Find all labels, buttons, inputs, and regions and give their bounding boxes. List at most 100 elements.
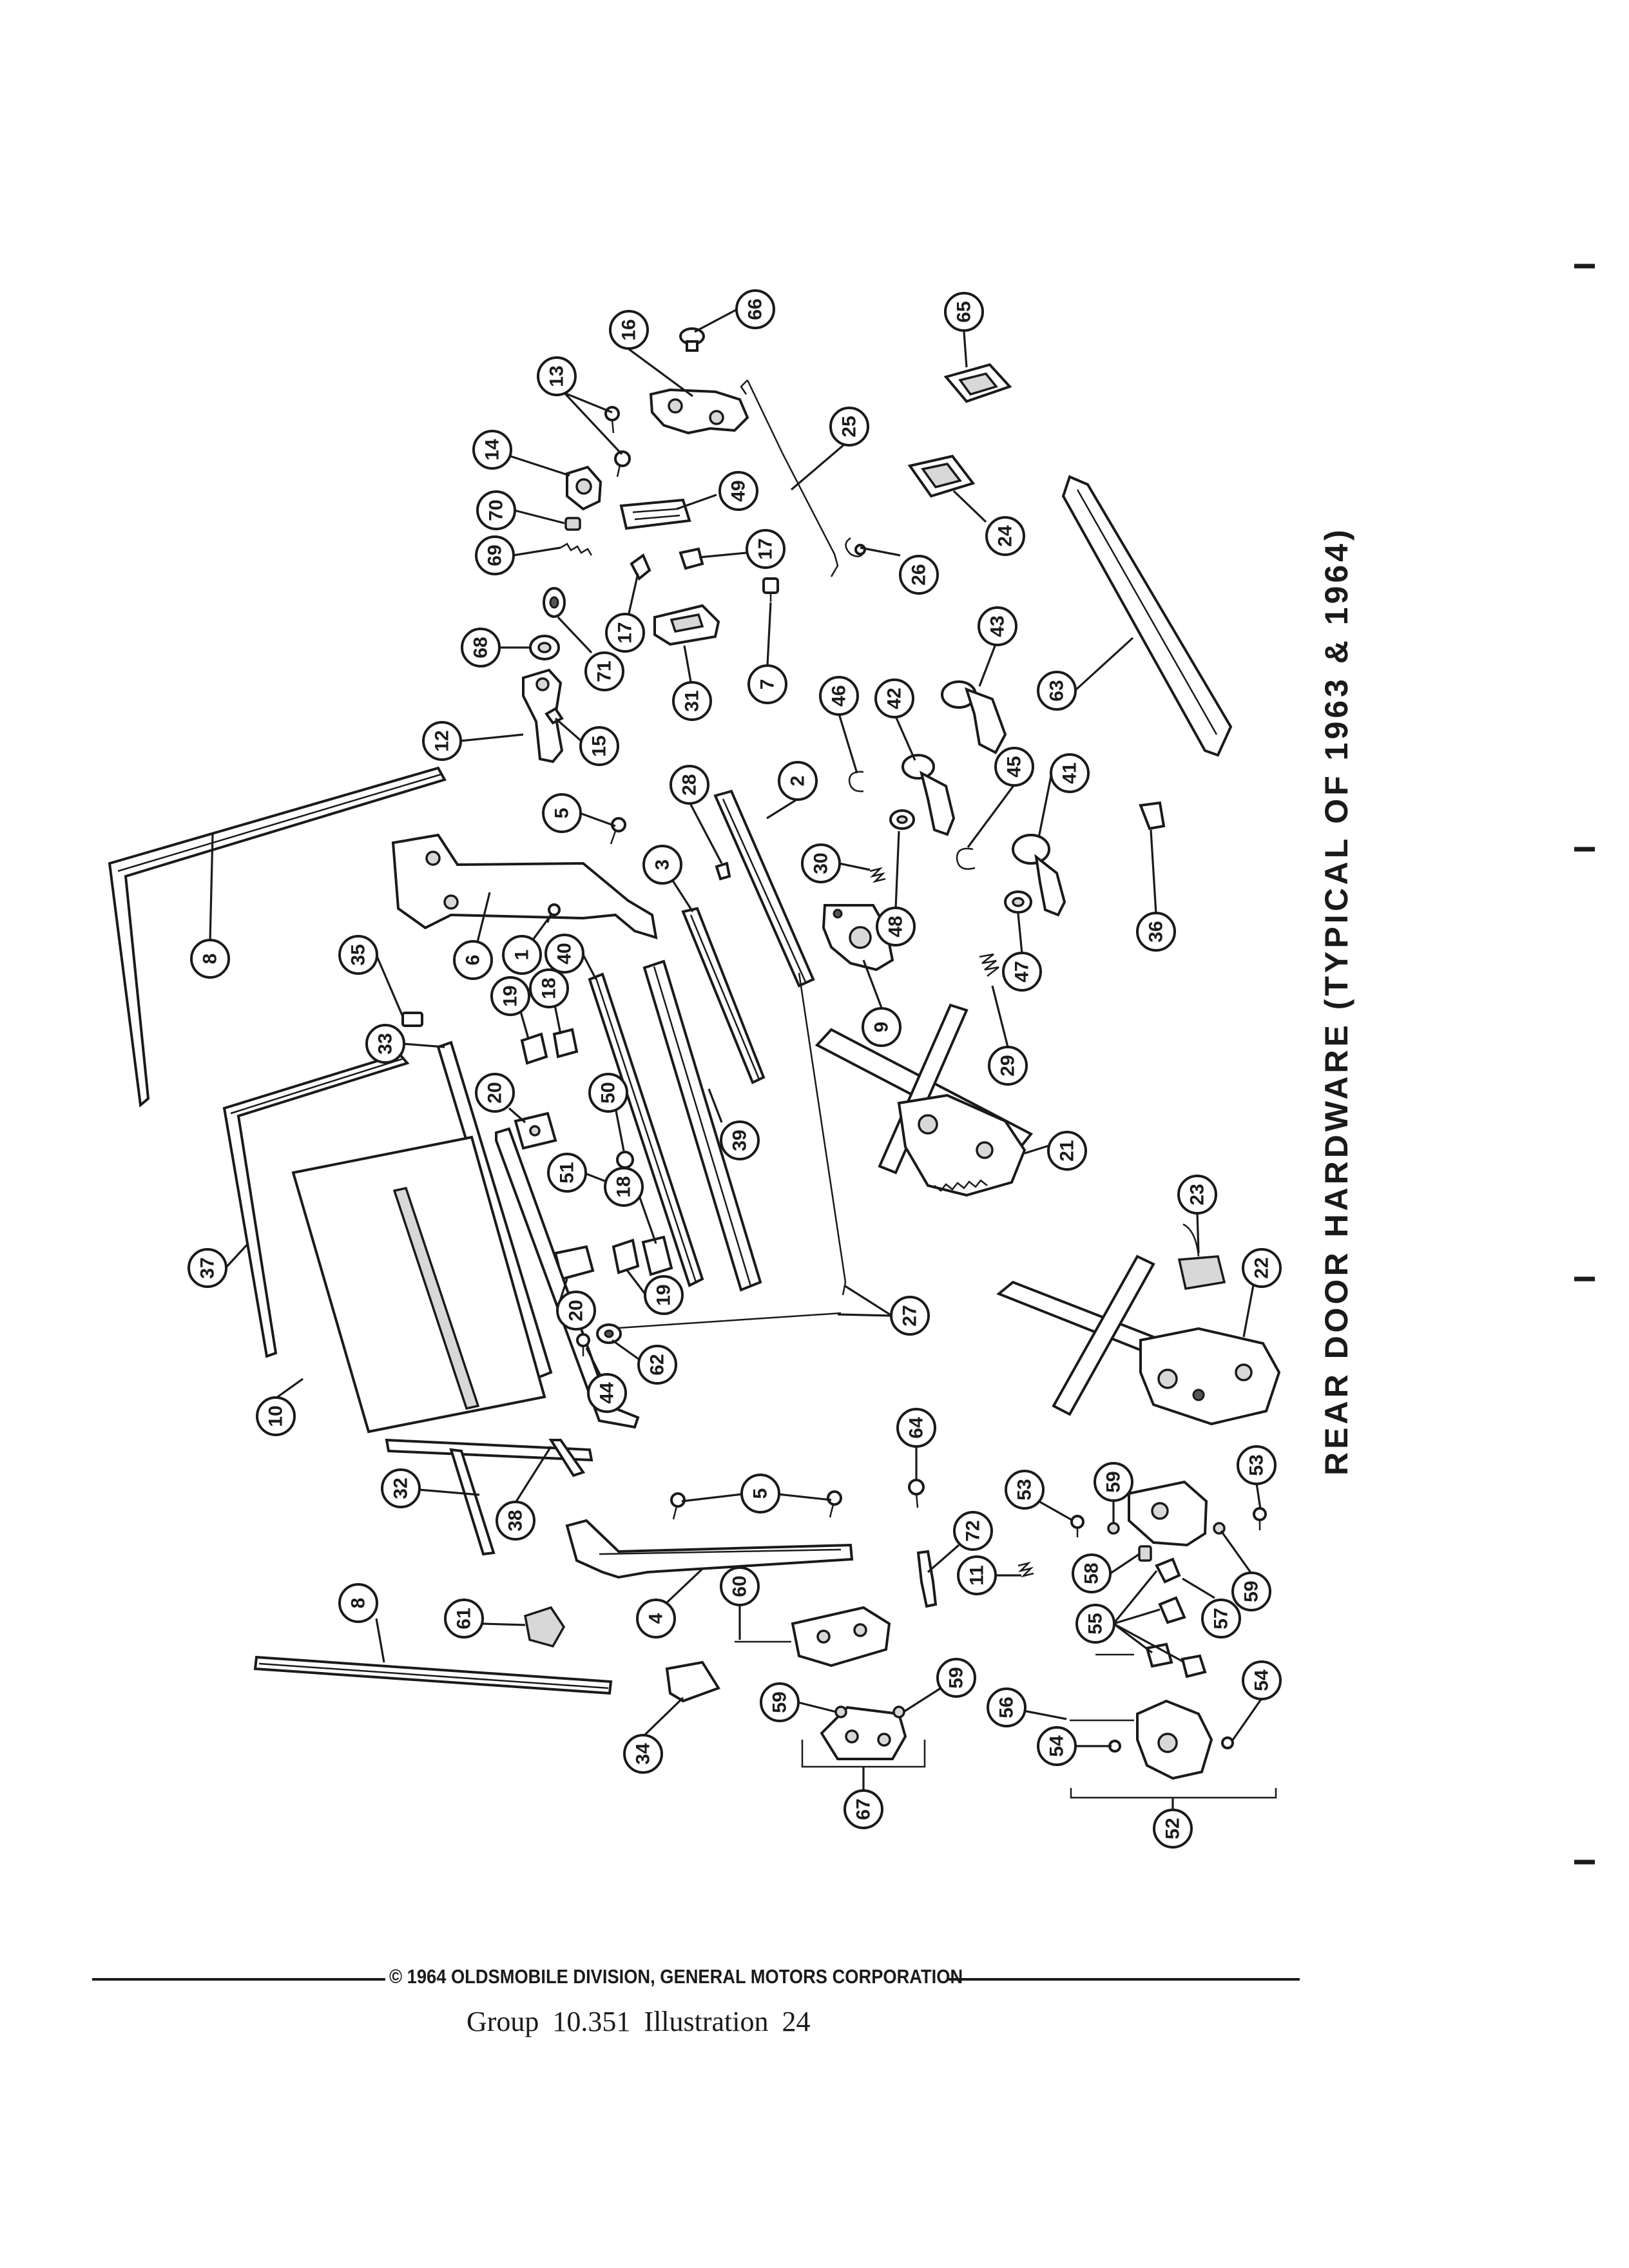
- callout-4: 4: [636, 1599, 676, 1639]
- part-39-channel: [642, 959, 762, 1292]
- part-53-screws: [1070, 1507, 1267, 1537]
- callout-3: 3: [642, 845, 682, 885]
- callout-43-label: 43: [987, 615, 1008, 637]
- callout-68: 68: [461, 628, 501, 668]
- part-4-channel: [565, 1519, 854, 1579]
- part-10-glass: [291, 1135, 546, 1434]
- callout-34-label: 34: [633, 1743, 654, 1765]
- callout-23-label: 23: [1187, 1184, 1208, 1205]
- callout-65: 65: [944, 292, 984, 332]
- part-44-screw: [576, 1333, 590, 1356]
- callout-5-upper: 5: [542, 793, 582, 833]
- callout-38-label: 38: [505, 1510, 526, 1531]
- callout-18-upper: 18: [529, 968, 569, 1008]
- callout-47: 47: [1002, 952, 1042, 992]
- callout-57-label: 57: [1211, 1608, 1232, 1629]
- illustration-caption: Group 10.351 Illustration 24: [467, 2006, 811, 2037]
- callout-20-lower-label: 20: [566, 1300, 587, 1321]
- part-67-striker: [820, 1706, 907, 1760]
- callout-8-upper: 8: [190, 939, 230, 979]
- part-38-channel: [548, 1439, 586, 1477]
- bracket-52: [1070, 1788, 1277, 1799]
- part-46-clip: [848, 771, 864, 793]
- callout-63-label: 63: [1046, 680, 1068, 701]
- part-41-handle: [1012, 834, 1066, 917]
- callout-54-left-label: 54: [1046, 1735, 1068, 1757]
- callout-9: 9: [862, 1007, 901, 1047]
- callout-69: 69: [475, 535, 515, 575]
- callout-1-label: 1: [512, 950, 533, 961]
- callout-4-label: 4: [646, 1613, 667, 1624]
- callout-37: 37: [188, 1248, 227, 1288]
- part-61: [523, 1606, 566, 1648]
- callout-32-label: 32: [390, 1477, 412, 1499]
- part-58: [1138, 1545, 1152, 1562]
- part-31: [653, 604, 720, 646]
- part-52-latch: [1136, 1699, 1213, 1780]
- callout-31: 31: [672, 681, 712, 721]
- callout-22-label: 22: [1251, 1257, 1273, 1278]
- callout-2-label: 2: [787, 776, 809, 787]
- callout-27-label: 27: [900, 1305, 921, 1326]
- part-25-rod: [740, 380, 839, 577]
- part-55-cams: [1095, 1557, 1207, 1678]
- callout-46: 46: [819, 676, 859, 716]
- diagram-title: REAR DOOR HARDWARE (TYPICAL OF 1963 & 19…: [1318, 526, 1354, 1475]
- callout-14: 14: [472, 430, 512, 470]
- callout-11: 11: [957, 1555, 997, 1595]
- edge-marks: [1574, 264, 1595, 1865]
- part-20-bracket-upper: [514, 1111, 557, 1150]
- part-8-upper-weatherstrip: [108, 766, 447, 1108]
- callout-55: 55: [1075, 1604, 1115, 1644]
- callout-28: 28: [670, 765, 709, 805]
- callout-17-left: 17: [605, 613, 645, 653]
- callout-62: 62: [637, 1345, 677, 1385]
- part-18-clip-upper: [552, 1028, 579, 1059]
- callout-25-label: 25: [839, 416, 860, 437]
- footer-rule-right: [949, 1978, 1300, 1981]
- callout-11-label: 11: [967, 1565, 988, 1586]
- part-27-rods: [608, 972, 847, 1330]
- callout-50-label: 50: [598, 1082, 619, 1103]
- callout-72: 72: [953, 1511, 993, 1551]
- part-21-regulator: [815, 1003, 1034, 1197]
- callout-20-upper: 20: [475, 1073, 515, 1113]
- callout-59-left-label: 59: [769, 1691, 791, 1713]
- part-1-clip: [546, 903, 561, 923]
- callout-72-label: 72: [963, 1520, 984, 1541]
- callout-9-label: 9: [871, 1022, 892, 1033]
- callout-40: 40: [545, 934, 584, 974]
- part-48-washer: [889, 809, 915, 830]
- callout-5-upper-label: 5: [552, 808, 573, 819]
- part-40-channel: [588, 972, 704, 1287]
- part-60-plate: [735, 1606, 891, 1667]
- callout-61: 61: [444, 1599, 484, 1639]
- callout-49: 49: [718, 471, 758, 511]
- callout-70: 70: [476, 490, 516, 530]
- callout-18-lower: 18: [604, 1167, 644, 1207]
- callout-1: 1: [502, 935, 542, 975]
- callout-54-left: 54: [1037, 1726, 1077, 1766]
- callout-41-label: 41: [1059, 762, 1081, 783]
- callout-45-label: 45: [1004, 756, 1025, 777]
- part-19-clip-upper: [520, 1032, 548, 1065]
- part-45-spring: [956, 847, 976, 870]
- callout-27: 27: [890, 1296, 930, 1336]
- part-43-handle: [941, 680, 1007, 754]
- callout-8-lower: 8: [338, 1583, 378, 1623]
- callout-58: 58: [1072, 1553, 1112, 1593]
- callout-32: 32: [381, 1468, 421, 1508]
- callout-71: 71: [584, 651, 624, 691]
- callout-59-striker: 59: [936, 1658, 976, 1698]
- part-12-inside-handle: [522, 668, 564, 764]
- callout-7: 7: [747, 664, 787, 704]
- callout-35-label: 35: [348, 944, 369, 965]
- callout-26-label: 26: [909, 564, 930, 585]
- callout-34: 34: [623, 1734, 663, 1774]
- callout-8-upper-label: 8: [200, 954, 221, 965]
- part-50: [616, 1151, 634, 1169]
- callout-31-label: 31: [682, 690, 703, 711]
- callout-65-label: 65: [954, 301, 975, 322]
- part-68-washer: [529, 635, 560, 660]
- part-32-channel: [385, 1438, 593, 1556]
